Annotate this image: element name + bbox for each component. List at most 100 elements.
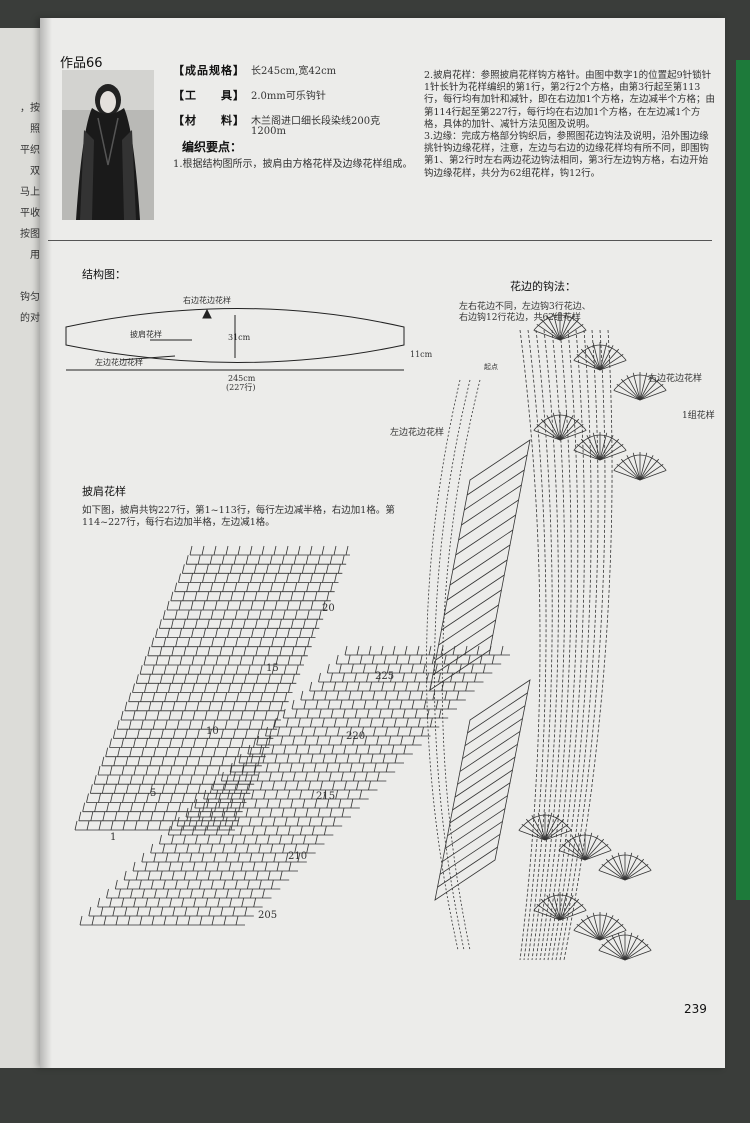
mesh-stitch <box>157 738 160 748</box>
mesh-stitch <box>321 545 325 556</box>
mesh-stitch <box>299 789 303 800</box>
mesh-stitch <box>218 793 221 803</box>
mesh-stitch <box>185 555 189 565</box>
left-edge-label: 左边花边花样 <box>390 428 445 438</box>
mesh-stitch <box>350 798 354 809</box>
mesh-stitch <box>282 708 286 719</box>
mesh-stitch <box>89 784 93 794</box>
fan-spoke <box>624 938 645 961</box>
mesh-stitch <box>176 816 180 827</box>
mesh-stitch <box>316 735 320 746</box>
mesh-stitch <box>141 852 145 863</box>
mesh-stitch <box>292 771 296 782</box>
mesh-stitch <box>271 637 275 647</box>
mesh-stitch <box>263 628 266 638</box>
mesh-stitch <box>334 753 338 764</box>
mesh-stitch <box>209 756 213 766</box>
mesh-stitch <box>294 708 298 719</box>
mesh-stitch <box>149 784 153 794</box>
mesh-stitch <box>357 717 361 728</box>
mesh-panel-row <box>458 499 519 541</box>
mesh-stitch <box>388 735 392 746</box>
mesh-stitch <box>232 729 236 739</box>
mesh-stitch <box>177 747 181 757</box>
mesh-stitch <box>151 915 155 926</box>
mesh-stitch <box>170 591 174 601</box>
mesh-stitch <box>254 591 258 601</box>
mesh-stitch <box>124 729 128 739</box>
mesh-stitch <box>298 573 301 583</box>
fan-spoke <box>601 864 626 881</box>
mesh-stitch <box>167 825 171 836</box>
edging-row-line <box>539 329 572 961</box>
mesh-stitch <box>91 915 95 926</box>
mesh-stitch <box>383 654 387 665</box>
mesh-stitch <box>465 681 469 692</box>
fan-spoke <box>521 824 546 841</box>
mesh-stitch <box>305 555 309 565</box>
mesh-stitch <box>143 655 147 666</box>
mesh-stitch <box>220 729 224 739</box>
mesh-stitch <box>189 747 193 757</box>
mesh-stitch <box>416 645 420 656</box>
mesh-stitch <box>267 646 271 656</box>
mesh-stitch <box>217 738 220 748</box>
fan-arc <box>573 344 627 361</box>
mesh-panel-row <box>438 604 499 646</box>
structure-length-label: 245cm <box>228 374 256 383</box>
mesh-stitch <box>282 610 286 620</box>
mesh-stitch <box>197 784 201 794</box>
mesh-stitch <box>213 545 217 556</box>
mesh-stitch <box>278 798 282 809</box>
adjacent-text-line: 平收 <box>20 208 40 219</box>
mesh-stitch <box>326 663 330 674</box>
mesh-stitch <box>364 735 368 746</box>
fan-spoke <box>611 855 626 881</box>
mesh-stitch <box>280 735 284 746</box>
mesh-stitch <box>206 591 210 601</box>
mesh-stitch <box>196 729 200 739</box>
mesh-stitch <box>450 672 453 683</box>
mesh-stitch <box>371 654 375 665</box>
notes-paragraph-3: 3.边缘：完成方格部分钩织后，参照图花边钩法及说明，沿外围边缘挑针钩边缘花样，注… <box>424 131 710 179</box>
mesh-stitch <box>169 897 173 908</box>
mesh-stitch <box>261 852 265 863</box>
mesh-panel-row <box>459 731 521 772</box>
fan-spoke <box>639 464 664 481</box>
mesh-stitch <box>262 573 265 583</box>
mesh-stitch <box>205 564 209 574</box>
mesh-stitch <box>94 802 98 812</box>
mesh-stitch <box>189 852 193 863</box>
mesh-stitch <box>266 619 270 629</box>
mesh-stitch <box>183 834 186 845</box>
mesh-stitch <box>245 784 249 794</box>
mesh-panel-row <box>464 705 526 747</box>
mesh-stitch <box>318 582 322 592</box>
mesh-panel-row <box>464 469 525 511</box>
mesh-stitch <box>184 906 188 917</box>
spec-tool-row: 【工 具】2.0mm可乐钩针 <box>173 87 326 103</box>
mesh-stitch <box>243 870 247 881</box>
mesh-stitch <box>333 717 337 728</box>
mesh-stitch <box>232 906 236 917</box>
mesh-stitch <box>137 756 141 766</box>
mesh-panel-row <box>444 574 505 616</box>
mesh-stitch <box>187 637 191 647</box>
mesh-stitch <box>277 726 280 737</box>
mesh-panel-row <box>457 743 518 785</box>
row-label-1: 1 <box>110 832 117 843</box>
fan-spoke <box>584 844 609 861</box>
mesh-stitch <box>325 726 328 737</box>
mesh-stitch <box>236 692 240 702</box>
mesh-stitch <box>203 655 207 666</box>
mesh-stitch <box>407 654 411 665</box>
fan-spoke <box>559 895 574 921</box>
mesh-stitch <box>243 834 246 845</box>
mesh-stitch <box>270 843 274 854</box>
mesh-stitch <box>238 888 241 899</box>
mesh-stitch <box>193 765 197 776</box>
mesh-stitch <box>174 843 178 854</box>
mesh-stitch <box>326 591 330 601</box>
mesh-stitch <box>219 834 222 845</box>
